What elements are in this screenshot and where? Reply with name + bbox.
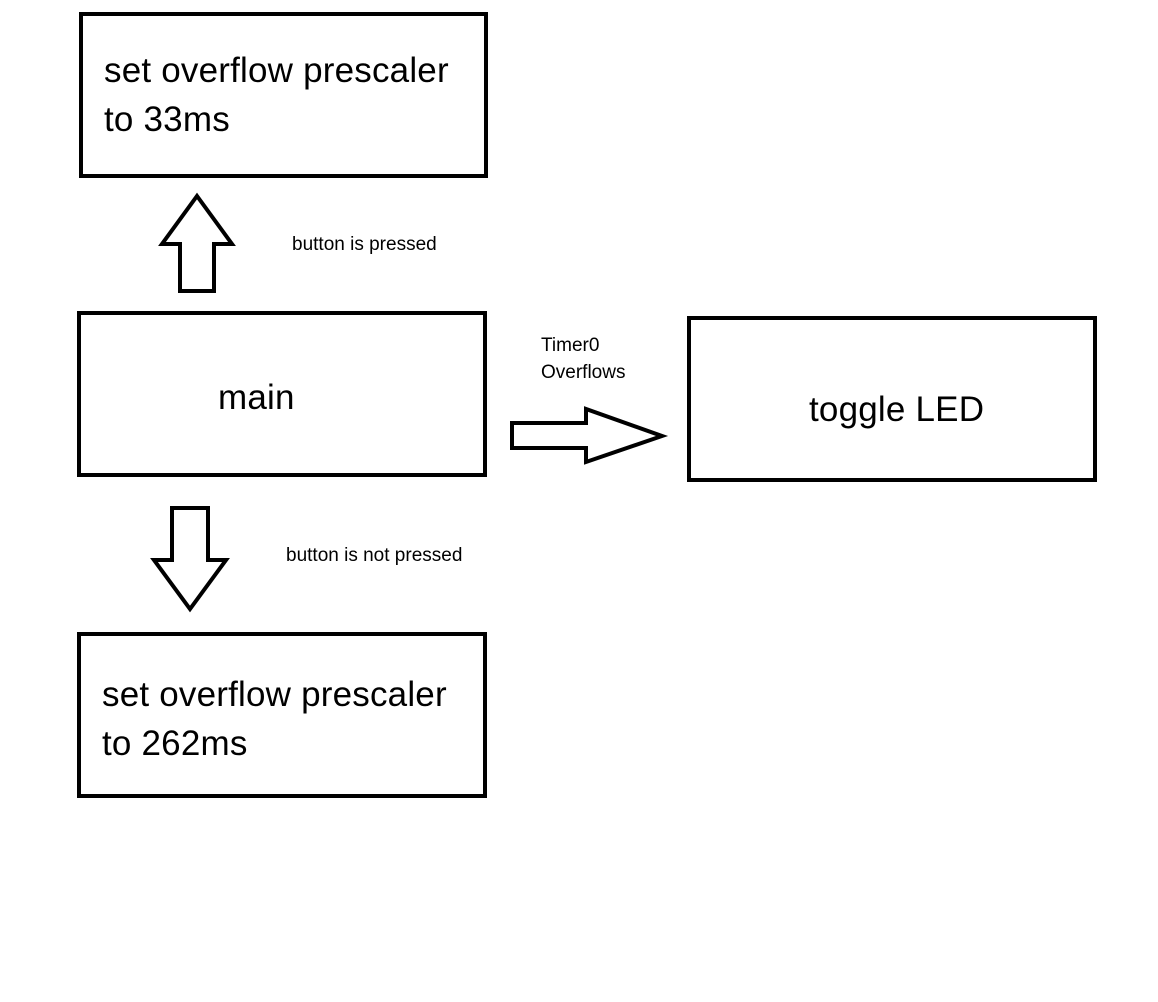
node-prescaler-33ms: set overflow prescaler to 33ms <box>79 12 488 178</box>
node-prescaler-33ms-line1: set overflow prescaler <box>104 51 449 90</box>
node-prescaler-262ms-line2: to 262ms <box>102 724 248 763</box>
node-main: main <box>77 311 487 477</box>
arrow-up-icon <box>158 192 236 293</box>
node-prescaler-33ms-line2: to 33ms <box>104 100 230 139</box>
node-prescaler-262ms-line1: set overflow prescaler <box>102 675 447 714</box>
node-toggle-led-label: toggle LED <box>809 390 985 429</box>
node-prescaler-262ms: set overflow prescaler to 262ms <box>77 632 487 798</box>
edge-label-timer0-line2: Overflows <box>541 362 626 383</box>
node-toggle-led: toggle LED <box>687 316 1097 482</box>
edge-label-button-not-pressed: button is not pressed <box>286 545 463 566</box>
arrow-down-icon <box>150 506 230 613</box>
node-main-label: main <box>218 378 295 417</box>
edge-label-button-pressed: button is pressed <box>292 234 437 255</box>
edge-label-timer0-line1: Timer0 <box>541 335 600 356</box>
arrow-right-icon <box>510 406 669 465</box>
